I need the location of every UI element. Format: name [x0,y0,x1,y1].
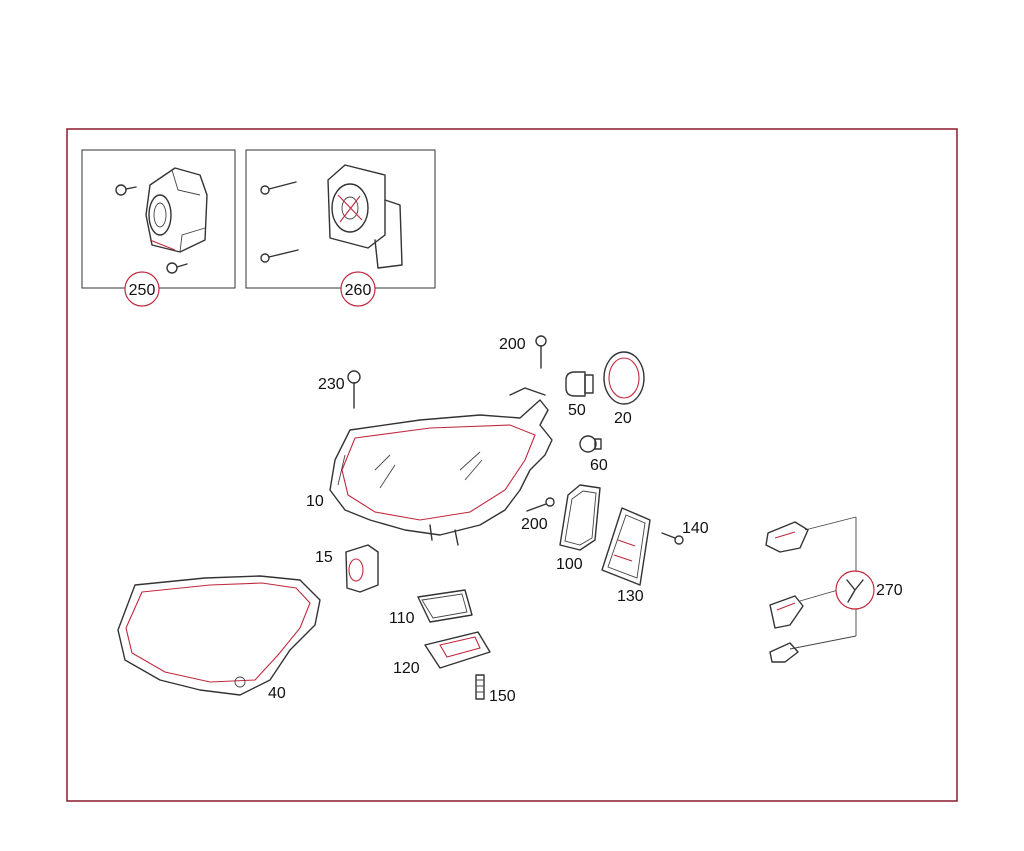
screw-icon [115,184,137,196]
leveling-actuator-icon [145,167,208,253]
callout-label-40: 40 [268,685,286,702]
adjuster-module-icon [345,544,379,593]
callout-label-20: 20 [614,410,632,427]
small-bulb-icon [579,435,602,453]
callout-label-110: 110 [389,610,415,627]
seal-ring-icon [603,351,645,405]
callout-label-100: 100 [556,556,583,573]
screw-icon [260,181,297,195]
screw-icon [661,532,684,545]
callout-label-270: 270 [876,582,903,599]
repair-kit-group [765,516,875,663]
fan-icon [327,164,403,269]
led-module-icon [424,631,491,669]
callout-bubble-250 [124,271,160,307]
bolt-icon [347,370,361,409]
bracket-icon [769,595,804,629]
callout-label-200-lower: 200 [521,516,548,533]
bracket-icon [765,521,809,553]
screw-icon [166,262,188,274]
callout-label-130: 130 [617,588,644,605]
callout-label-60: 60 [590,457,608,474]
control-unit-icon [601,507,651,586]
callout-label-15: 15 [315,549,333,566]
callout-label-140: 140 [682,520,709,537]
inset-250: 250 [81,149,236,307]
screw-icon [260,249,299,263]
headlamp-assembly-icon [329,387,553,546]
screw-icon [475,674,485,700]
screw-icon [535,335,547,369]
callout-label-10: 10 [306,493,324,510]
bracket-icon [769,642,799,663]
gasket-frame-icon [417,589,473,623]
callout-label-120: 120 [393,660,420,677]
lens-cover-icon [117,575,321,696]
callout-bubble-260 [340,271,376,307]
wrench-icon [846,579,864,603]
callout-label-50: 50 [568,402,586,419]
callout-label-150: 150 [489,688,516,705]
callout-label-260: 260 [345,282,372,299]
bulb-icon [565,371,594,397]
screw-icon [526,497,555,512]
gasket-icon [559,484,601,551]
inset-260: 260 [245,149,436,307]
callout-label-200-top: 200 [499,336,526,353]
callout-label-230: 230 [318,376,345,393]
diagram-frame [66,128,958,802]
callout-label-250: 250 [129,282,156,299]
